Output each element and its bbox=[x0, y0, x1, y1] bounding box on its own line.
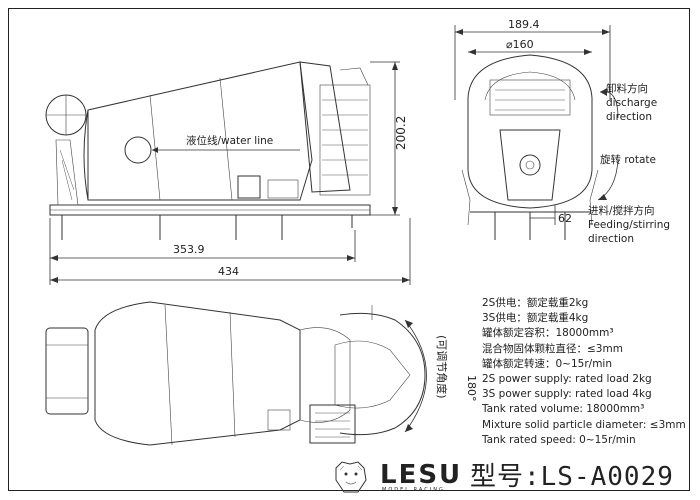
brand-subtitle: MODEL RACING bbox=[382, 487, 445, 493]
brand-name: LESU bbox=[380, 460, 463, 490]
discharge-label-en-2: direction bbox=[606, 111, 652, 123]
spec-line: 3S power supply: rated load 4kg bbox=[482, 388, 652, 401]
lion-logo-icon bbox=[335, 461, 367, 493]
feeding-label-en-2: direction bbox=[588, 233, 634, 245]
spec-line: 罐体额定容积：18000mm³ bbox=[482, 327, 614, 340]
discharge-label-en-1: discharge bbox=[606, 97, 657, 109]
spec-line: 2S power supply: rated load 2kg bbox=[482, 373, 652, 386]
dim-diameter: ⌀160 bbox=[506, 38, 534, 51]
dim-bottom-offset: 62 bbox=[558, 212, 572, 225]
dim-length-total: 434 bbox=[218, 265, 239, 278]
model-number: 型号:LS-A0029 bbox=[470, 462, 674, 492]
rotate-label: 旋转 rotate bbox=[600, 153, 656, 166]
adjustable-angle-label: (可调节角度) bbox=[435, 335, 449, 399]
spec-line: 2S供电：额定载重2kg bbox=[482, 297, 589, 309]
front-view bbox=[454, 25, 619, 240]
top-view bbox=[45, 301, 427, 446]
spec-line: Tank rated speed: 0~15r/min bbox=[482, 433, 636, 446]
dim-top-width: 189.4 bbox=[508, 18, 540, 31]
sheet-border bbox=[8, 8, 690, 491]
spec-line: Mixture solid particle diameter: ≤3mm bbox=[482, 418, 686, 431]
spec-line: 混合物固体颗粒直径：≤3mm bbox=[482, 342, 623, 355]
spec-line: 罐体额定转速：0~15r/min bbox=[482, 357, 612, 370]
dim-angle: 180° bbox=[465, 375, 478, 402]
discharge-label-cn: 卸料方向 bbox=[606, 82, 648, 95]
feeding-label-en-1: Feeding/stirring bbox=[588, 219, 670, 231]
feeding-label-cn: 进料/搅拌方向 bbox=[588, 204, 655, 217]
spec-line: 3S供电：额定载重4kg bbox=[482, 312, 589, 325]
spec-list: 2S供电：额定载重2kg 3S供电：额定载重4kg 罐体额定容积：18000mm… bbox=[482, 296, 692, 448]
side-view bbox=[45, 61, 411, 285]
dim-height: 200.2 bbox=[394, 116, 408, 150]
spec-line: Tank rated volume: 18000mm³ bbox=[482, 403, 645, 416]
water-line-label: 液位线/water line bbox=[186, 134, 273, 147]
dim-length-inner: 353.9 bbox=[173, 243, 205, 256]
